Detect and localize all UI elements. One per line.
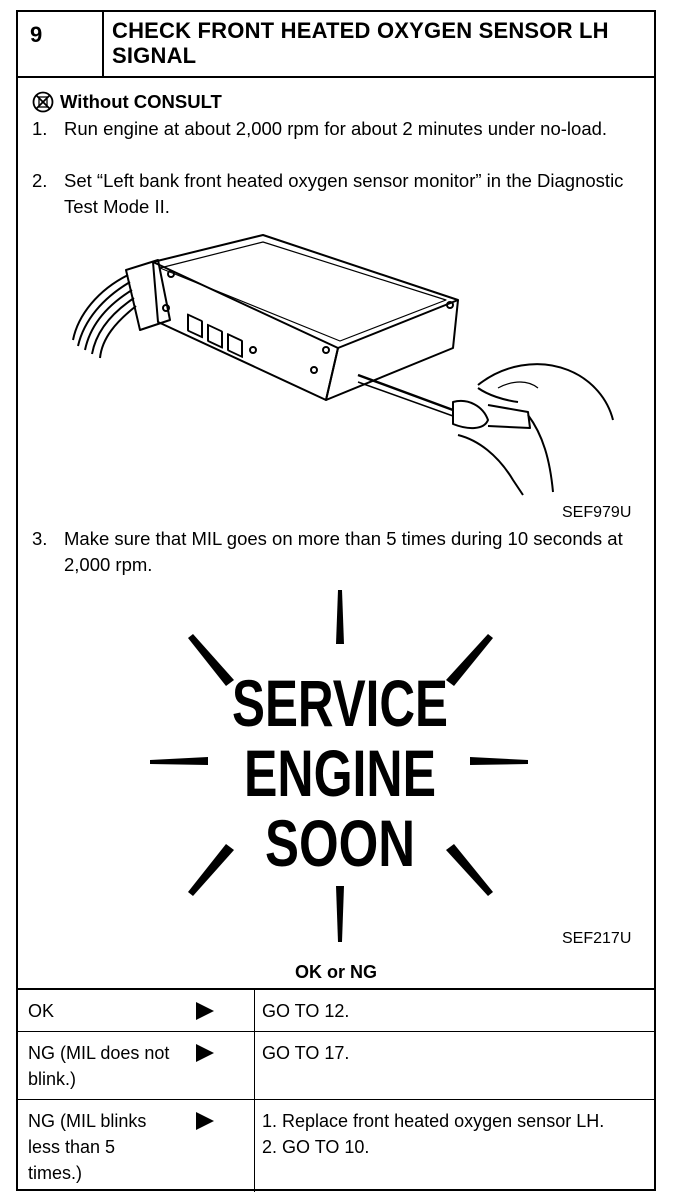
step-number: 9	[18, 12, 104, 76]
result-table: OK GO TO 12. NG (MIL does not blink.) GO…	[18, 988, 654, 1192]
arrow-right-icon	[196, 1112, 214, 1130]
ecm-illustration	[72, 234, 614, 496]
result-action: GO TO 17.	[262, 1040, 650, 1066]
mil-text-engine: ENGINE	[244, 736, 436, 810]
action-line: GO TO 17.	[262, 1043, 350, 1063]
result-heading: OK or NG	[294, 962, 377, 982]
procedure-header: 9 CHECK FRONT HEATED OXYGEN SENSOR LH SI…	[18, 12, 654, 78]
step-3: 3. Make sure that MIL goes on more than 5…	[32, 526, 642, 578]
subtitle-text: Without CONSULT	[60, 91, 222, 112]
step-2-num: 2.	[32, 170, 48, 191]
step-3-num: 3.	[32, 528, 48, 549]
procedure-box: 9 CHECK FRONT HEATED OXYGEN SENSOR LH SI…	[16, 10, 656, 1192]
figure-label-ecm: SEF979U	[562, 504, 632, 521]
mil-text-service: SERVICE	[232, 666, 448, 740]
action-line: GO TO 12.	[262, 1001, 350, 1021]
step-1: 1. Run engine at about 2,000 rpm for abou…	[32, 116, 642, 142]
mil-illustration: SERVICE ENGINE SOON	[150, 590, 528, 942]
arrow-right-icon	[196, 1044, 214, 1062]
result-row-ng-no-blink: NG (MIL does not blink.) GO TO 17.	[18, 1032, 654, 1100]
action-line: 1. Replace front heated oxygen sensor LH…	[262, 1111, 605, 1131]
arrow-right-icon	[196, 1002, 214, 1020]
column-divider	[254, 1100, 255, 1192]
step-1-text: Run engine at about 2,000 rpm for about …	[64, 118, 608, 139]
result-condition: NG (MIL blinks less than 5 times.)	[28, 1111, 147, 1183]
result-action: 1. Replace front heated oxygen sensor LH…	[262, 1108, 650, 1160]
mil-rays	[150, 590, 528, 942]
step-2: 2. Set “Left bank front heated oxygen sen…	[32, 168, 642, 220]
mil-text-soon: SOON	[265, 806, 415, 880]
result-condition: OK	[28, 1001, 55, 1021]
column-divider	[254, 990, 255, 1031]
result-row-ng-blinks-less: NG (MIL blinks less than 5 times.) 1. Re…	[18, 1100, 654, 1192]
step-3-text: Make sure that MIL goes on more than 5 t…	[64, 528, 623, 575]
result-condition: NG (MIL does not blink.)	[28, 1043, 170, 1089]
result-action: GO TO 12.	[262, 998, 650, 1024]
without-consult-heading: Without CONSULT	[32, 89, 222, 115]
result-row-ok: OK GO TO 12.	[18, 990, 654, 1032]
step-2-text: Set “Left bank front heated oxygen senso…	[64, 170, 624, 217]
step-1-num: 1.	[32, 118, 48, 139]
figure-label-mil: SEF217U	[562, 930, 632, 947]
no-consult-icon	[32, 91, 54, 113]
action-line: 2. GO TO 10.	[262, 1137, 370, 1157]
procedure-title: CHECK FRONT HEATED OXYGEN SENSOR LH SIGN…	[112, 18, 609, 68]
column-divider	[254, 1032, 255, 1099]
